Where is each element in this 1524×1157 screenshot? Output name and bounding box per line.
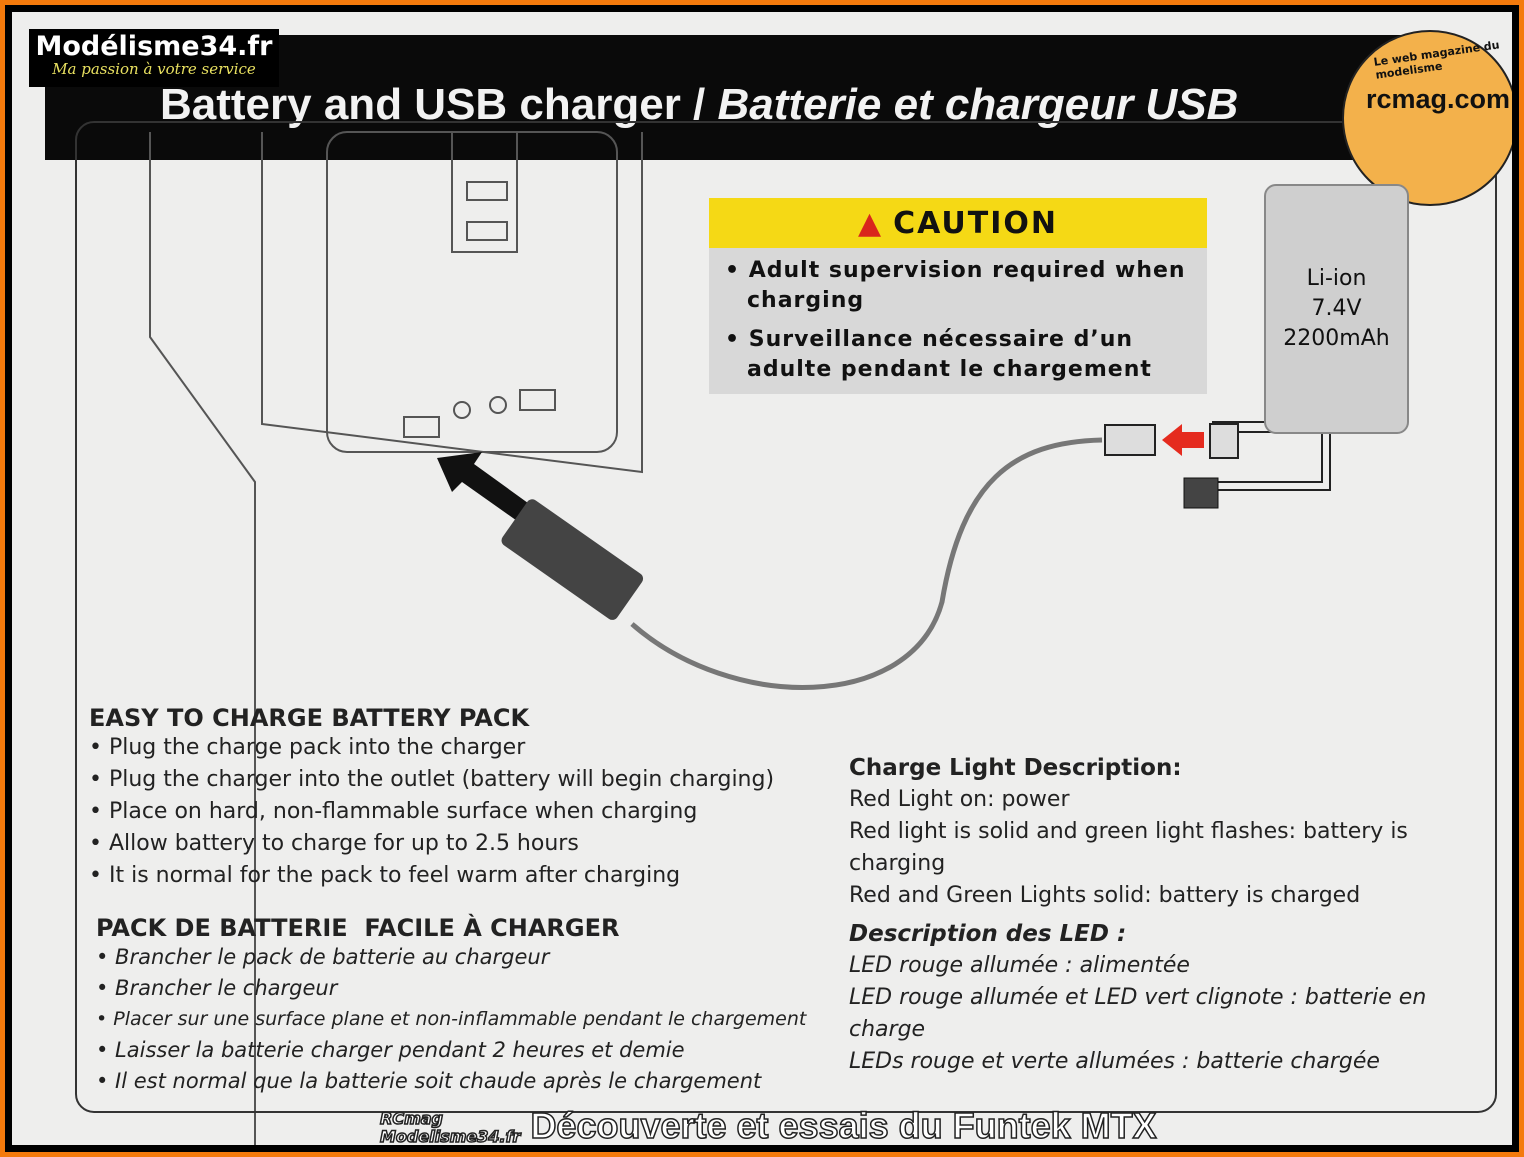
- watermark-tagline: Ma passion à votre service: [52, 60, 256, 78]
- caution-item: • Surveillance nécessaire d’un adulte pe…: [725, 327, 1152, 382]
- title-en: Battery and USB charger /: [160, 80, 718, 129]
- section-heading: EASY TO CHARGE BATTERY PACK: [89, 704, 530, 732]
- list-item: • Brancher le pack de batterie au charge…: [96, 945, 550, 969]
- list-item: • Brancher le chargeur: [96, 976, 338, 1000]
- list-item: • Plug the charge pack into the charger: [89, 735, 526, 760]
- easy-charge-fr: PACK DE BATTERIE FACILE À CHARGER • Bran…: [96, 914, 806, 1097]
- list-item: LEDs rouge et verte allumées : batterie …: [849, 1049, 1380, 1074]
- battery-pack: Li-ion 7.4V 2200mAh: [1264, 184, 1409, 434]
- usb-cable: [630, 437, 1103, 690]
- drive-bay: [451, 131, 518, 253]
- warning-icon: ▲: [858, 205, 884, 241]
- section-heading: Description des LED :: [849, 921, 1127, 947]
- footer-caption: Découverte et essais du Funtek MTX: [530, 1104, 1158, 1145]
- list-item: • Allow battery to charge for up to 2.5 …: [89, 831, 579, 856]
- list-item: • Il est normal que la batterie soit cha…: [96, 1069, 762, 1093]
- page-title: Battery and USB charger / Batterie et ch…: [160, 80, 1238, 130]
- battery-type: Li-ion: [1306, 266, 1367, 291]
- section-heading: Charge Light Description:: [849, 755, 1182, 781]
- section-heading: PACK DE BATTERIE FACILE À CHARGER: [96, 914, 620, 942]
- list-item: LED rouge allumée et LED vert clignote :…: [849, 985, 1427, 1042]
- footer-brand-rcmag: RCmag: [379, 1109, 443, 1129]
- usb-charger: [501, 499, 644, 620]
- list-item: • Plug the charger into the outlet (batt…: [89, 767, 775, 792]
- footer-brand-modelisme: Modelisme34.fr: [379, 1127, 521, 1145]
- computer-side: [149, 132, 256, 1145]
- battery-plug: [1183, 477, 1219, 509]
- list-item: Red and Green Lights solid: battery is c…: [849, 883, 1361, 908]
- easy-charge-en: EASY TO CHARGE BATTERY PACK • Plug the c…: [89, 704, 774, 892]
- manual-page: Battery and USB charger / Batterie et ch…: [12, 12, 1512, 1145]
- charging-illustration: [75, 121, 1497, 1145]
- title-fr: Batterie et chargeur USB: [717, 80, 1239, 129]
- list-item: • Place on hard, non-flammable surface w…: [89, 799, 698, 824]
- computer-front: [261, 132, 643, 474]
- rcmag-tagline: Le web magazine du modelisme: [1372, 38, 1501, 82]
- list-item: • Laisser la batterie charger pendant 2 …: [96, 1038, 685, 1062]
- list-item: LED rouge allumée : alimentée: [849, 953, 1190, 978]
- list-item: • Placer sur une surface plane et non-in…: [96, 1008, 807, 1030]
- rcmag-domain: rcmag.com: [1366, 84, 1511, 114]
- computer-panel: [326, 131, 618, 453]
- page-border: [75, 121, 1497, 1113]
- caution-heading: CAUTION: [893, 205, 1058, 241]
- battery-connector: [1209, 423, 1239, 459]
- list-item: • It is normal for the pack to feel warm…: [89, 863, 681, 888]
- caution-box: ▲CAUTION • Adult supervision required wh…: [709, 198, 1207, 394]
- list-item: Red Light on: power: [849, 787, 1070, 812]
- watermark-name: Modélisme34.fr: [35, 31, 273, 62]
- red-arrow-icon: [1162, 424, 1204, 456]
- charger-connector: [1104, 424, 1156, 456]
- list-item: Red light is solid and green light flash…: [849, 819, 1408, 876]
- battery-capacity: 2200mAh: [1283, 326, 1390, 351]
- caution-item: • Adult supervision required when chargi…: [725, 258, 1186, 313]
- charge-light-en: Charge Light Description: Red Light on: …: [849, 752, 1449, 1078]
- battery-voltage: 7.4V: [1311, 296, 1362, 321]
